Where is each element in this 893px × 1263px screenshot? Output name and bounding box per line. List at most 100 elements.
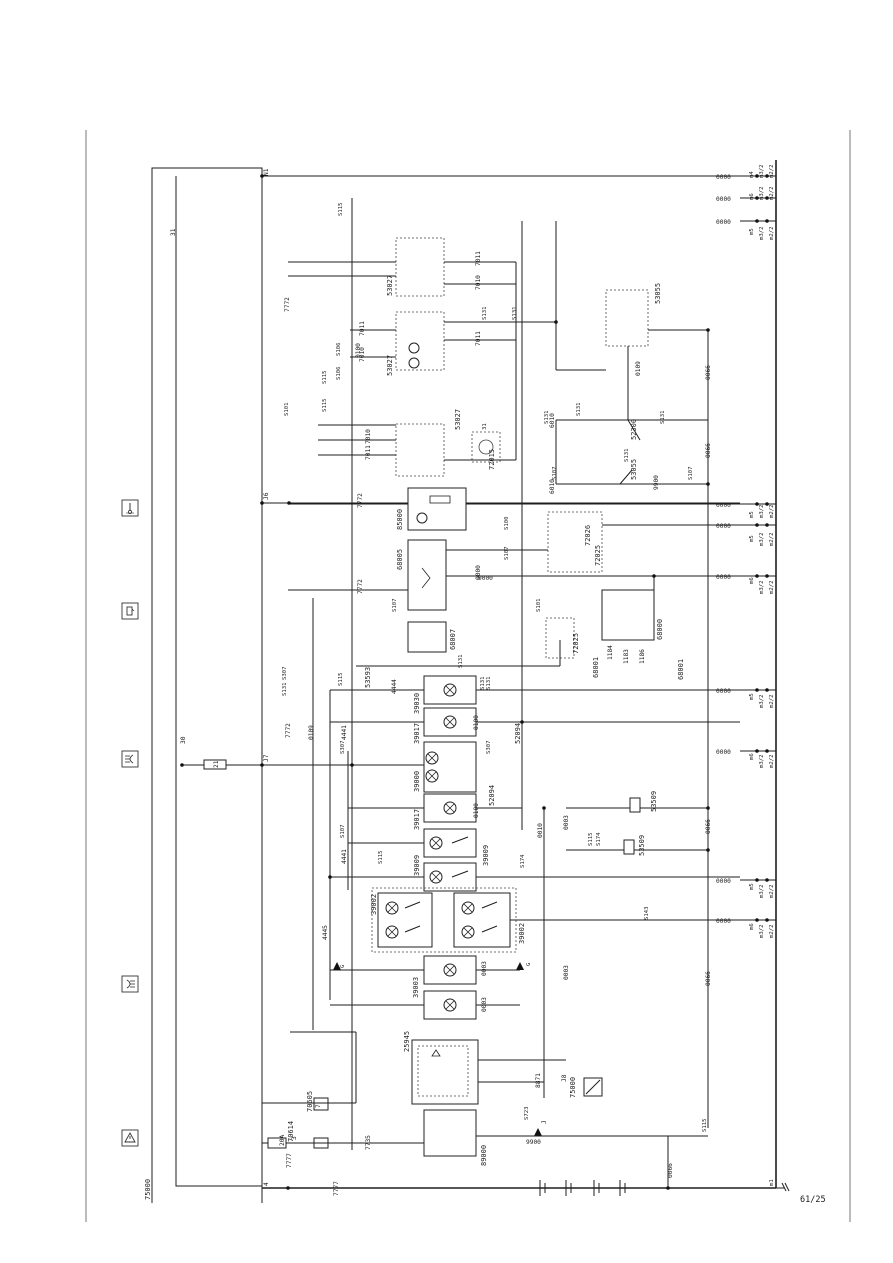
label-85000: 85000 bbox=[396, 509, 404, 530]
label-53509-a: 53509 bbox=[650, 791, 658, 812]
bus-ref: m3/2 bbox=[759, 505, 765, 518]
terminal-31-line bbox=[175, 176, 262, 1187]
splice-label: S307 bbox=[486, 741, 492, 754]
bus-ref: m3/2 bbox=[759, 885, 765, 898]
label-52300: 52300 bbox=[630, 419, 638, 440]
label-75000-small: 75000 bbox=[569, 1077, 577, 1098]
splice-label: S115 bbox=[338, 203, 344, 216]
wire-0066-a: 0066 bbox=[705, 365, 712, 380]
wire-number-labels: 7777 7777 7772 7772 7772 7772 4441 4441 … bbox=[284, 251, 712, 1196]
bus-ref: m3/2 bbox=[759, 925, 765, 938]
wire-0109-b: 0109 bbox=[635, 361, 642, 376]
coolant-temperature-icon bbox=[121, 499, 139, 517]
fuse-21-label: 21 bbox=[213, 760, 220, 768]
bus-ref: m2/2 bbox=[769, 227, 775, 240]
bus-code: 0000 bbox=[716, 174, 731, 181]
splice-label: S131 bbox=[282, 683, 288, 696]
sheet-number: 61/25 bbox=[800, 1195, 826, 1205]
bus-ref: m3/2 bbox=[759, 533, 765, 546]
bus-ref: m3/2 bbox=[759, 227, 765, 240]
label-68005: 68005 bbox=[396, 549, 404, 570]
relay-53055-right bbox=[556, 289, 708, 420]
bus-ref: m5 bbox=[749, 228, 755, 235]
bus-ref: m6 bbox=[749, 753, 755, 760]
label-68000: 68000 bbox=[656, 619, 664, 640]
wire-7777-b: 7777 bbox=[286, 1153, 293, 1168]
wire-7011-c: 7011 bbox=[475, 331, 482, 346]
bus-ref: m2/2 bbox=[769, 925, 775, 938]
ground-bus-labels: 0000 0000 0000 0000 0000 0000 0000 0000 … bbox=[478, 165, 775, 1186]
label-75000-main: 75000 bbox=[144, 1179, 152, 1200]
label-53027-a: 53027 bbox=[386, 275, 394, 296]
wire-7011-d: 7011 bbox=[365, 445, 372, 460]
bus-ref: m2/2 bbox=[769, 695, 775, 708]
wire-7772-b: 7772 bbox=[357, 493, 364, 508]
label-68001: 68001 bbox=[592, 657, 600, 678]
wire-7010-c: 7010 bbox=[359, 347, 366, 362]
ground-arrow-g9 bbox=[333, 962, 341, 970]
wire-4441-b: 4441 bbox=[341, 849, 348, 864]
label-39002-a: 39002 bbox=[370, 894, 378, 915]
bus-code: 0000 bbox=[716, 574, 731, 581]
bottom-battery-symbols bbox=[539, 1180, 626, 1196]
wire-0066-e: 0066 bbox=[667, 1163, 674, 1178]
wire-0109: 0109 bbox=[308, 725, 315, 740]
splice-label: S115 bbox=[322, 399, 328, 412]
splice-label: S131 bbox=[482, 307, 488, 320]
splice-label: S723 bbox=[524, 1107, 530, 1120]
label-52094-b: 52094 bbox=[514, 723, 522, 744]
wire-0003-a: 0003 bbox=[563, 815, 570, 830]
bus-ref: m3/2 bbox=[759, 165, 765, 178]
ground-arrow-j bbox=[534, 1128, 542, 1136]
splice-label: S131 bbox=[512, 307, 518, 320]
wire-0100-b: 0100 bbox=[473, 715, 480, 730]
label-53055-a: 53055 bbox=[654, 283, 662, 304]
label-72026: 72026 bbox=[584, 525, 592, 546]
splice-label: S107 bbox=[552, 467, 558, 480]
splice-label: S131 bbox=[660, 411, 666, 424]
margin-icon-strip bbox=[121, 499, 139, 1147]
wire-9900-a: 9900 bbox=[526, 1139, 541, 1146]
bus-code: 0000 bbox=[716, 219, 731, 226]
bus-code: 0000 bbox=[716, 918, 731, 925]
bus-ref: m2/2 bbox=[769, 505, 775, 518]
wire-0010: 0010 bbox=[537, 823, 544, 838]
wire-0066-d: 0066 bbox=[705, 971, 712, 986]
splice-label: S131 bbox=[486, 677, 492, 690]
rear-fog-light-icon bbox=[121, 975, 139, 993]
label-53027-b: 53027 bbox=[386, 355, 394, 376]
terminal-n1: N1 bbox=[263, 168, 270, 176]
fuel-level-icon bbox=[121, 602, 139, 620]
wire-7011-a: 7011 bbox=[475, 251, 482, 266]
splice-label: S101 bbox=[536, 599, 542, 612]
label-39000: 39000 bbox=[413, 771, 421, 792]
terminal-j8: J8 bbox=[561, 1074, 568, 1082]
terminal-31: 31 bbox=[170, 228, 177, 236]
wire-7011-b: 7011 bbox=[359, 321, 366, 336]
wire-0000-x: 0000 bbox=[475, 565, 482, 580]
terminal-labels: N1 31 30 J6 J7 J8 4 3 J 20A 7 21 bbox=[170, 168, 568, 1186]
bus-ref: m3/2 bbox=[759, 755, 765, 768]
bus-code: 0000 bbox=[716, 878, 731, 885]
label-53055-b: 53055 bbox=[630, 459, 638, 480]
wire-1184: 1184 bbox=[607, 645, 614, 660]
bus-ref: m6 bbox=[749, 923, 755, 930]
splice-label: S174 bbox=[596, 832, 602, 846]
label-39003: 39003 bbox=[412, 977, 420, 998]
splice-labels: S115 S115 S115 S115 S131 S131 S131 S131 … bbox=[282, 203, 708, 1132]
wire-6010-b: 6010 bbox=[549, 479, 556, 494]
bus-code: 0000 bbox=[716, 196, 731, 203]
junction-dots bbox=[180, 174, 710, 1190]
outer-supply-loop bbox=[151, 167, 263, 1203]
bus-code: 0000 bbox=[716, 502, 731, 509]
bus-ref: m2/2 bbox=[769, 533, 775, 546]
splice-label: S115 bbox=[702, 1119, 708, 1132]
splice-label: S107 bbox=[340, 825, 346, 838]
wire-6010-a: 6010 bbox=[549, 413, 556, 428]
terminal-j7: J7 bbox=[263, 754, 270, 762]
label-39002-b: 39002 bbox=[518, 923, 526, 944]
splice-label: S174 bbox=[520, 854, 526, 868]
splice-label: S100 bbox=[504, 517, 510, 530]
wire-7735: 7735 bbox=[365, 1135, 372, 1150]
